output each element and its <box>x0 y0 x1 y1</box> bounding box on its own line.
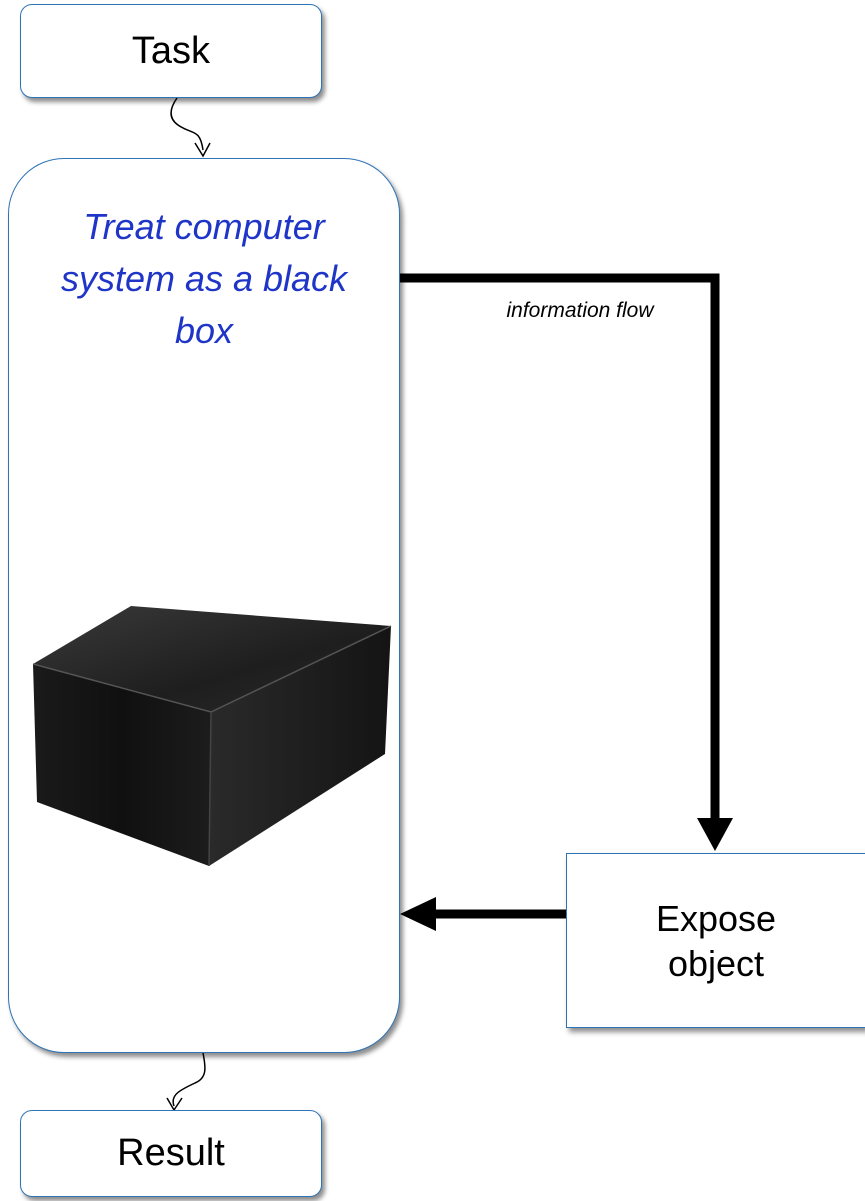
main-to-result-connector <box>172 1052 206 1107</box>
black-box-picture <box>32 606 392 867</box>
information-flow-arrowhead <box>697 818 733 851</box>
information-flow-label: information flow <box>506 299 654 322</box>
expose-object-label: Expose object <box>655 897 777 984</box>
treat-as-black-box-node: Treat computer system as a black box <box>8 158 400 1053</box>
information-flow-line <box>400 273 720 822</box>
result-label: Result <box>117 1132 225 1174</box>
task-label: Task <box>131 29 211 72</box>
task-to-main-arrowhead <box>194 142 211 158</box>
task-node: Task <box>20 4 322 98</box>
expose-object-node: Expose object <box>566 853 865 1028</box>
result-node: Result <box>20 1110 322 1197</box>
main-to-result-arrowhead <box>166 1097 183 1112</box>
expose-to-main-arrowhead <box>400 897 436 931</box>
task-to-main-connector <box>170 97 204 151</box>
treat-as-black-box-label: Treat computer system as a black box <box>60 206 348 352</box>
